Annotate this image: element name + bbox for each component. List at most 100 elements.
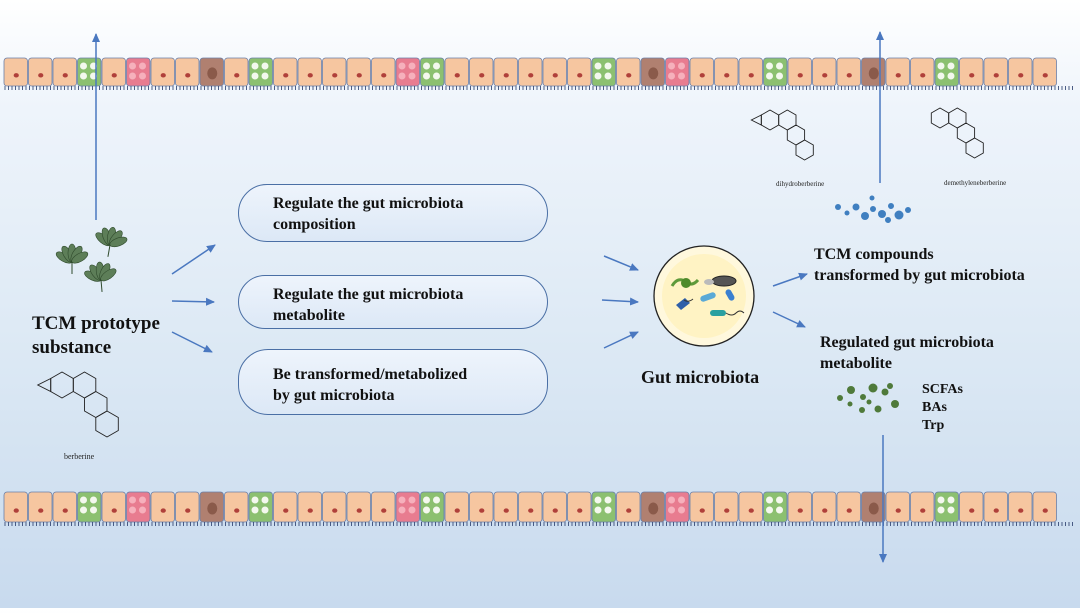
leaf-icon (84, 261, 117, 292)
goblet-granule (261, 496, 269, 504)
epithelial-cell (836, 491, 861, 523)
cell-nucleus (577, 73, 583, 78)
goblet-granule (604, 506, 612, 514)
leaf-icon (95, 226, 128, 257)
cell-nucleus (969, 508, 975, 513)
epithelial-cell (126, 491, 151, 523)
epithelial-cell (175, 491, 200, 523)
goblet-granule (251, 506, 259, 514)
epithelial-cell (1008, 491, 1033, 523)
epithelial-cell (885, 491, 910, 523)
cell-nucleus (552, 73, 558, 78)
cell-nucleus (234, 508, 240, 513)
cell-nucleus (1018, 73, 1024, 78)
arrow-composition-to-microbiota (603, 255, 639, 271)
cell-nucleus (13, 508, 19, 513)
epithelial-cell (322, 491, 347, 523)
goblet-granule (423, 72, 430, 80)
goblet-granule (251, 62, 259, 70)
epithelial-cell (52, 57, 77, 87)
compound-dot (888, 203, 894, 209)
compound-dot (835, 204, 841, 210)
epithelial-cell (738, 491, 763, 523)
herb-leaf-icons (55, 226, 128, 292)
goblet-granule (776, 72, 783, 80)
cell-nucleus (503, 73, 509, 78)
epithelial-cell (101, 57, 126, 87)
gut-microbiota-icon (653, 245, 755, 347)
goblet-granule (947, 62, 955, 70)
goblet-granule (766, 506, 773, 514)
cell-nucleus (699, 508, 705, 513)
cell-nucleus (552, 508, 558, 513)
cell-nucleus (381, 508, 387, 513)
goblet-granule (937, 72, 945, 80)
epithelial-cell (175, 57, 200, 87)
epithelial-cell (591, 57, 616, 87)
epithelial-cell (101, 491, 126, 523)
cell-nucleus (38, 73, 44, 78)
cell-nucleus (160, 508, 166, 513)
metabolite-dot (891, 400, 899, 408)
goblet-granule (433, 62, 440, 70)
epithelial-cell (322, 57, 347, 87)
cell-nucleus (307, 508, 313, 513)
cell-nucleus (356, 508, 362, 513)
cell-nucleus (846, 508, 852, 513)
compound-dot (885, 217, 891, 223)
paneth-granule (129, 62, 136, 70)
epithelial-cell (787, 491, 812, 523)
cell-nucleus (1042, 508, 1048, 513)
leaf-icon (55, 243, 89, 274)
epithelial-cell (77, 491, 102, 523)
goblet-granule (937, 506, 945, 514)
goblet-granule (90, 506, 97, 514)
goblet-granule (594, 72, 602, 80)
cell-nucleus (969, 73, 975, 78)
goblet-granule (766, 62, 773, 70)
metabolite-dot (847, 401, 853, 407)
goblet-granule (766, 72, 773, 80)
epithelial-cell (885, 57, 910, 87)
paneth-granule (408, 62, 416, 70)
cell-nucleus (920, 73, 926, 78)
epithelial-cell (591, 491, 616, 523)
cell-nucleus (13, 73, 19, 78)
epithelial-cell (910, 491, 935, 523)
microvilli (4, 522, 1073, 526)
dihydroberberine-structure (750, 109, 814, 161)
epithelial-cell (689, 491, 714, 523)
cell-nucleus (528, 73, 534, 78)
epithelial-cell (3, 491, 28, 523)
goblet-granule (947, 506, 955, 514)
epithelial-cell (959, 57, 984, 87)
compound-dot (870, 206, 876, 212)
epithelial-cell (420, 57, 445, 87)
cell-nucleus (160, 73, 166, 78)
goblet-granule (80, 72, 87, 80)
goblet-granule (80, 496, 87, 504)
demethyleneberberine-structure (930, 107, 984, 159)
cell-nucleus (895, 508, 901, 513)
epithelial-cell (714, 57, 739, 87)
compound-dot (861, 212, 869, 220)
epithelial-cell (567, 57, 592, 87)
cell-nucleus (283, 73, 289, 78)
cell-nucleus (356, 73, 362, 78)
epithelial-cell (493, 491, 518, 523)
epithelial-cell (126, 57, 151, 87)
goblet-granule (261, 62, 269, 70)
arrow-to-transformed (171, 331, 213, 353)
epithelial-cell (910, 57, 935, 87)
goblet-granule (594, 496, 602, 504)
goblet-granule (604, 62, 612, 70)
epithelial-cell (150, 57, 175, 87)
goblet-granule (251, 72, 259, 80)
paneth-granule (408, 72, 416, 80)
